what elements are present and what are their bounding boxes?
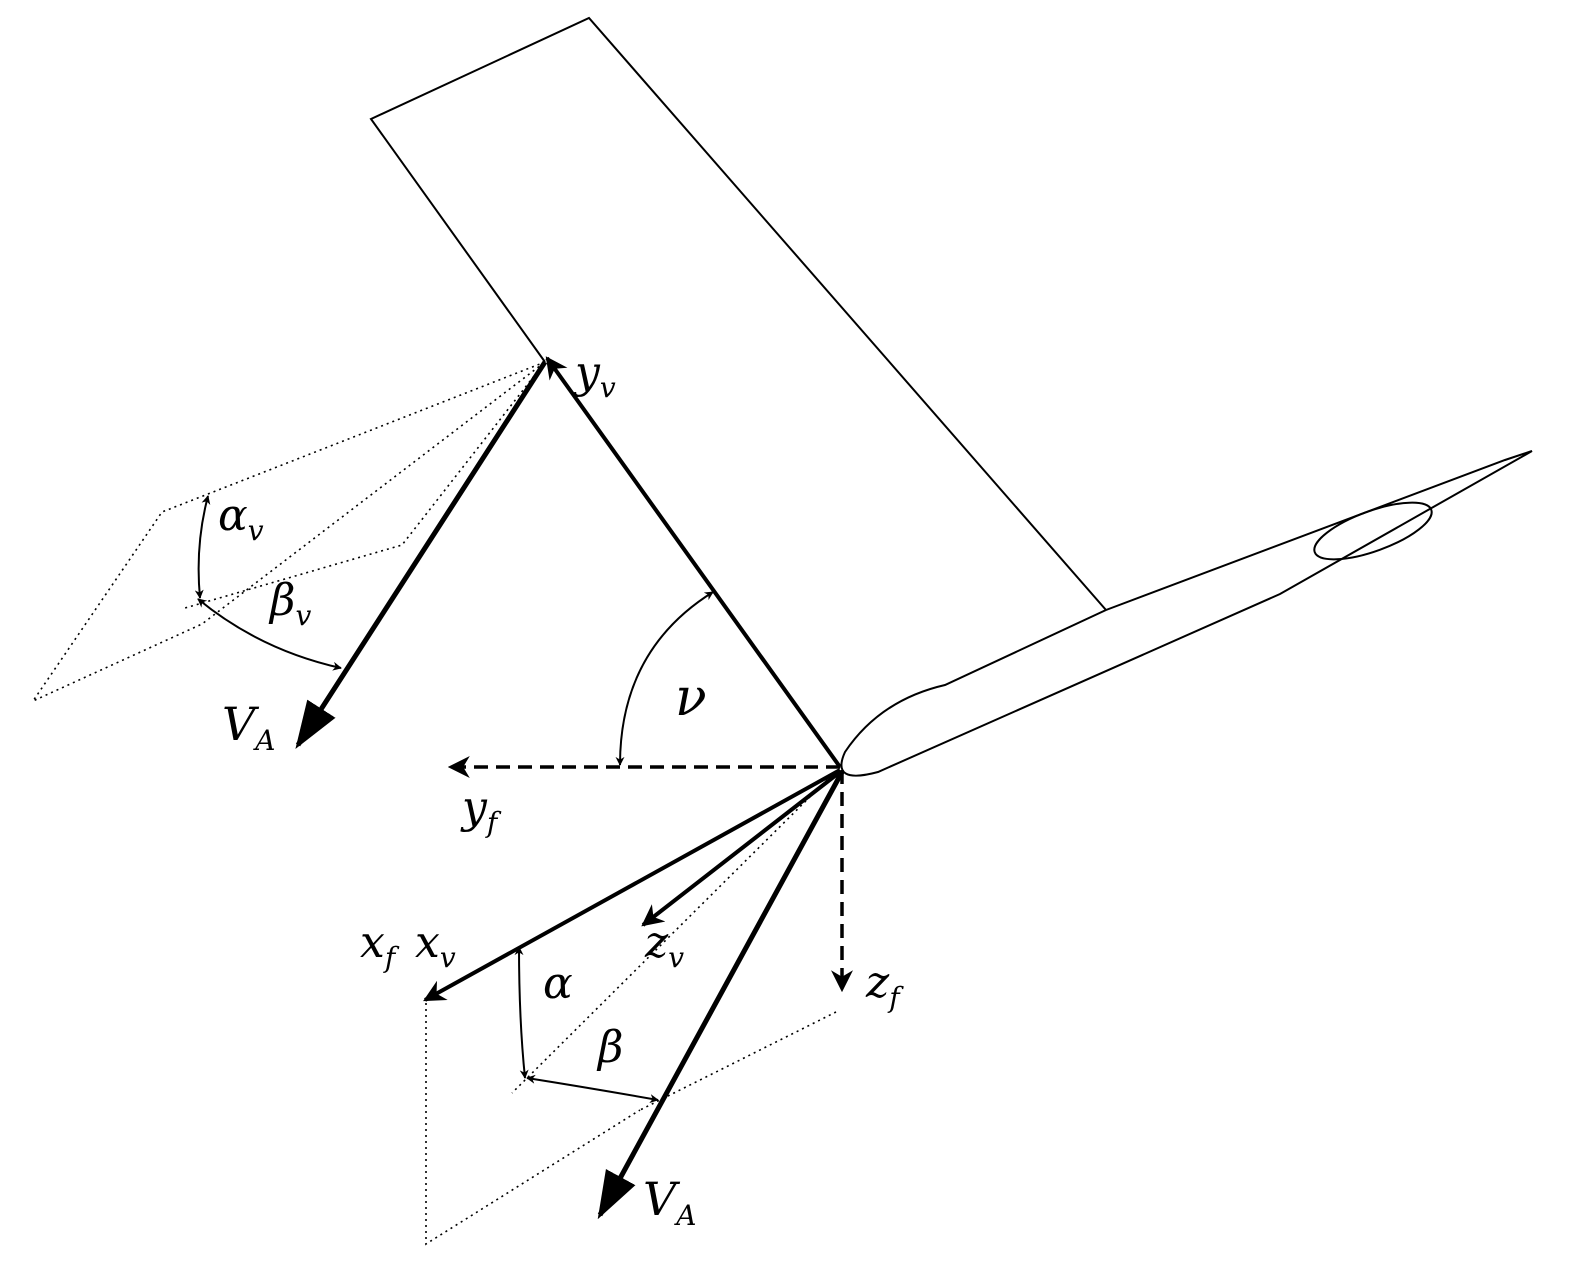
alpha-v-angle-arc — [194, 495, 211, 599]
beta-v-angle-arc — [197, 598, 342, 671]
label-z-v: zv — [644, 917, 684, 974]
beta-angle-arc — [526, 1074, 659, 1104]
label-nu: ν — [675, 668, 707, 728]
label-y-f: yf — [460, 782, 502, 839]
y-v-axis — [545, 356, 842, 769]
label-alpha-v: αv — [218, 490, 264, 547]
va-top-arrow — [295, 360, 548, 750]
label-x-f: xf — [360, 917, 400, 974]
label-alpha: α — [543, 958, 573, 1009]
top-dotted-planes — [30, 361, 546, 703]
wing-outline — [369, 16, 1107, 611]
label-beta: β — [596, 1022, 623, 1073]
label-va-bottom: VA — [643, 1172, 696, 1232]
label-y-v: yv — [573, 347, 616, 404]
label-va-top: VA — [222, 697, 275, 757]
label-z-f: zf — [865, 957, 904, 1014]
label-x-v: xv — [415, 917, 456, 974]
x-axis — [423, 768, 841, 1002]
label-beta-v: βv — [268, 575, 311, 632]
fuselage — [840, 450, 1533, 777]
nu-angle-arc — [615, 591, 714, 766]
va-bottom-arrow — [597, 770, 845, 1220]
alpha-angle-arc — [514, 946, 529, 1079]
bottom-dotted-planes — [425, 766, 841, 1246]
z-v-axis — [641, 770, 842, 927]
